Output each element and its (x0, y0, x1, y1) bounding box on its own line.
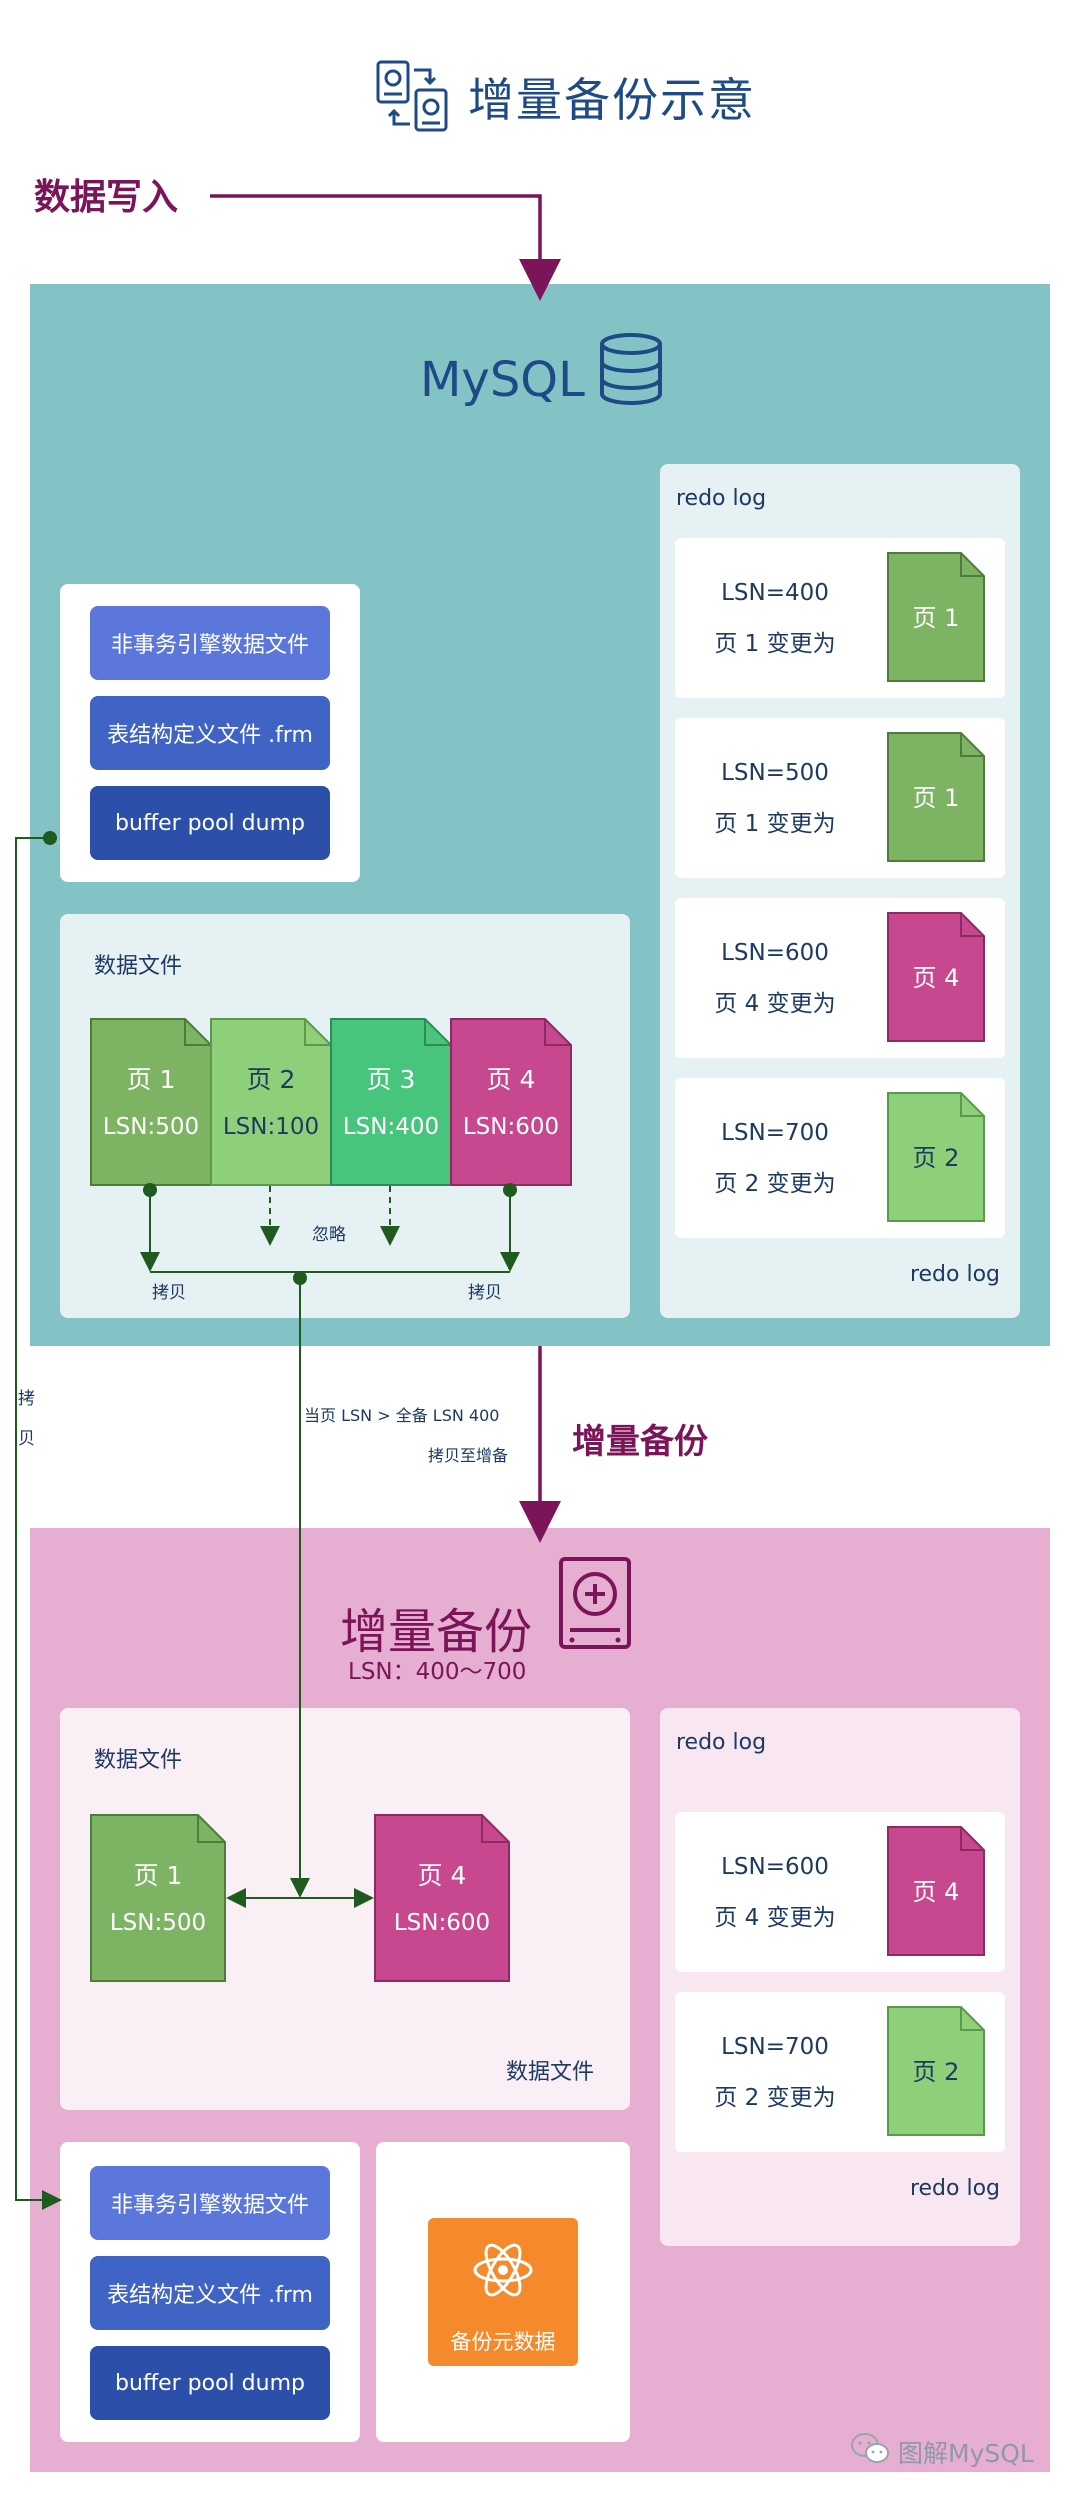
mysql-redo-footer: redo log (909, 1262, 1000, 1287)
atom-icon (471, 2238, 535, 2302)
backup-datafile-footer: 数据文件 (505, 2060, 594, 2085)
backup-page-4: 页 4 LSN:600 (374, 1814, 510, 1982)
incremental-arrow-label: 增量备份 (572, 1422, 708, 1462)
backup-meta-label: 备份元数据 (450, 2330, 556, 2354)
redo-page-file: 页 1 (887, 732, 985, 862)
backup-range: LSN：400～700 (348, 1659, 527, 1685)
redo-entry-desc: 页 2 变更为 (714, 2085, 836, 2111)
redo-entry-desc: 页 2 变更为 (714, 1171, 836, 1197)
backup-page-4-name: 页 4 (417, 1861, 467, 1890)
mysql-page-4: 页 4 LSN:600 (450, 1018, 572, 1186)
mysql-label: MySQL (420, 352, 585, 408)
redo-entry: LSN=500 页 1 变更为 页 1 (675, 718, 1005, 878)
ignore-label: 忽略 (312, 1225, 346, 1245)
redo-entry: LSN=400 页 1 变更为 页 1 (675, 538, 1005, 698)
redo-entry-lsn: LSN=500 (721, 760, 829, 786)
title-icon (376, 60, 450, 134)
backup-files-box: 非事务引擎数据文件 表结构定义文件 .frm buffer pool dump (60, 2142, 360, 2442)
watermark: 图解MySQL (898, 2439, 1034, 2468)
redo-page-name: 页 4 (912, 1878, 960, 1906)
redo-page-file: 页 4 (887, 912, 985, 1042)
redo-page-file: 页 2 (887, 1092, 985, 1222)
mysql-page-1-lsn: LSN:500 (102, 1114, 200, 1140)
side-copy-char-2: 贝 (18, 1429, 35, 1449)
mysql-page-4-name: 页 4 (486, 1065, 536, 1094)
hard-drive-icon (558, 1556, 632, 1650)
mysql-page-2-lsn: LSN:100 (222, 1114, 320, 1140)
mysql-page-1: 页 1 LSN:500 (90, 1018, 212, 1186)
redo-page-name: 页 4 (912, 964, 960, 992)
condition-label: 当页 LSN > 全备 LSN 400 (304, 1406, 500, 1425)
mysql-files-box: 非事务引擎数据文件 表结构定义文件 .frm buffer pool dump (60, 584, 360, 882)
redo-entry-desc: 页 4 变更为 (714, 991, 836, 1017)
backup-redo-footer: redo log (909, 2176, 1000, 2201)
mysql-page-3: 页 3 LSN:400 (330, 1018, 452, 1186)
mysql-datafile-title: 数据文件 (94, 954, 183, 979)
backup-meta-card: 备份元数据 (428, 2218, 578, 2366)
redo-page-file: 页 4 (887, 1826, 985, 1956)
backup-page-1-lsn: LSN:500 (109, 1910, 207, 1936)
backup-redo-title: redo log (676, 1730, 767, 1755)
database-icon (598, 332, 664, 406)
mysql-page-2-name: 页 2 (246, 1065, 296, 1094)
redo-entry-lsn: LSN=600 (721, 1854, 829, 1880)
backup-datafile-title: 数据文件 (94, 1748, 183, 1773)
redo-entry-desc: 页 1 变更为 (714, 811, 836, 837)
redo-entry: LSN=600 页 4 变更为 页 4 (675, 1812, 1005, 1972)
non-transactional-files-pill: 非事务引擎数据文件 (90, 2166, 330, 2240)
redo-entry: LSN=600 页 4 变更为 页 4 (675, 898, 1005, 1058)
write-label: 数据写入 (34, 177, 179, 218)
wechat-icon (850, 2432, 890, 2466)
condition-label-2: 拷贝至增备 (428, 1446, 509, 1465)
redo-entry: LSN=700 页 2 变更为 页 2 (675, 1992, 1005, 2152)
buffer-pool-dump-pill: buffer pool dump (90, 2346, 330, 2420)
redo-page-file: 页 2 (887, 2006, 985, 2136)
redo-entry-lsn: LSN=700 (721, 1120, 829, 1146)
mysql-page-1-name: 页 1 (126, 1065, 176, 1094)
mysql-redo-title: redo log (676, 486, 767, 511)
copy-label-right: 拷贝 (468, 1283, 502, 1303)
mysql-page-3-name: 页 3 (366, 1065, 416, 1094)
redo-entry-lsn: LSN=400 (721, 580, 829, 606)
redo-entry-desc: 页 4 变更为 (714, 1905, 836, 1931)
redo-entry-desc: 页 1 变更为 (714, 631, 836, 657)
mysql-page-4-lsn: LSN:600 (462, 1114, 560, 1140)
backup-redo-box: redo log redo log LSN=600 页 4 变更为 页 4 LS… (660, 1708, 1020, 2246)
redo-page-file: 页 1 (887, 552, 985, 682)
frm-files-pill: 表结构定义文件 .frm (90, 2256, 330, 2330)
redo-page-name: 页 2 (912, 2058, 960, 2086)
redo-entry-lsn: LSN=600 (721, 940, 829, 966)
redo-entry: LSN=700 页 2 变更为 页 2 (675, 1078, 1005, 1238)
copy-label-left: 拷贝 (152, 1283, 186, 1303)
redo-entry-lsn: LSN=700 (721, 2034, 829, 2060)
backup-page-4-lsn: LSN:600 (393, 1910, 491, 1936)
redo-page-name: 页 2 (912, 1144, 960, 1172)
backup-page-1-name: 页 1 (133, 1861, 183, 1890)
redo-page-name: 页 1 (912, 784, 960, 812)
page-title: 增量备份示意 (468, 73, 756, 127)
non-transactional-files-pill: 非事务引擎数据文件 (90, 606, 330, 680)
backup-title: 增量备份 (340, 1604, 533, 1660)
buffer-pool-dump-pill: buffer pool dump (90, 786, 330, 860)
mysql-redo-box: redo log redo log LSN=400 页 1 变更为 页 1 LS… (660, 464, 1020, 1318)
mysql-page-3-lsn: LSN:400 (342, 1114, 440, 1140)
side-copy-char-1: 拷 (18, 1389, 35, 1409)
frm-files-pill: 表结构定义文件 .frm (90, 696, 330, 770)
backup-meta-box: 备份元数据 (376, 2142, 630, 2442)
redo-page-name: 页 1 (912, 604, 960, 632)
mysql-page-2: 页 2 LSN:100 (210, 1018, 332, 1186)
backup-page-1: 页 1 LSN:500 (90, 1814, 226, 1982)
